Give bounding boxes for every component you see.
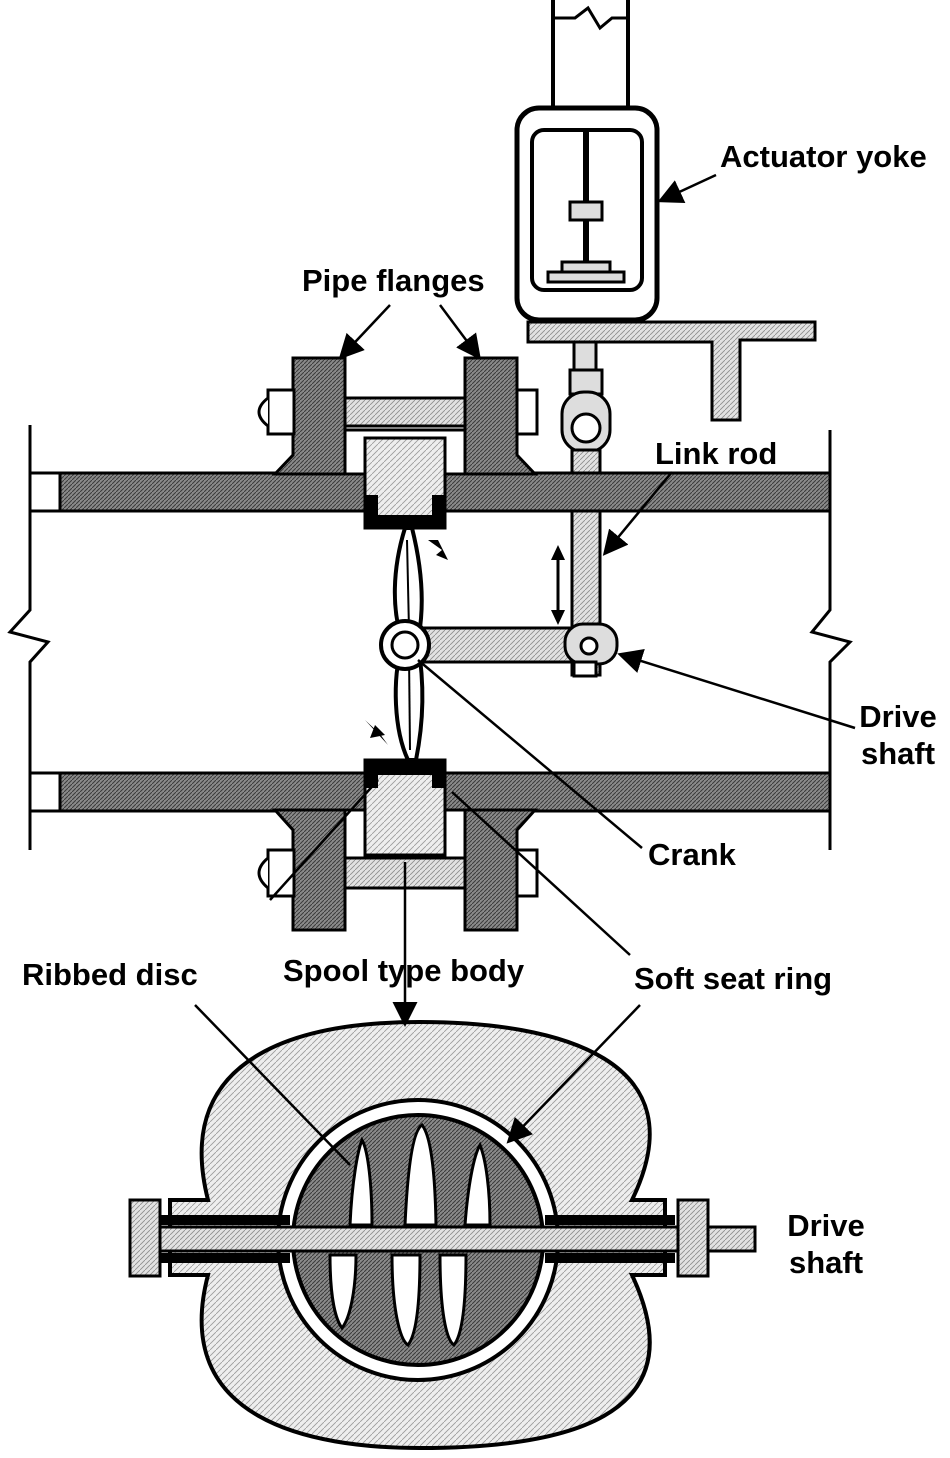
label-drive-shaft-bottom-line2: shaft [788, 1245, 864, 1281]
actuator-stem-housing [551, 0, 630, 108]
label-soft-seat-ring: Soft seat ring [634, 961, 833, 996]
drive-shaft-front [128, 1198, 757, 1278]
label-drive-shaft-top-line2: shaft [860, 736, 936, 772]
spool-body-side [343, 428, 467, 860]
label-pipe-flanges: Pipe flanges [302, 263, 485, 298]
actuator-bracket [526, 320, 817, 422]
leader-lines [194, 173, 856, 1166]
pipe-flange-left [271, 356, 347, 932]
label-drive-shaft-top: Drive shaft [853, 698, 943, 772]
crank [379, 619, 619, 678]
label-link-rod: Link rod [655, 436, 778, 471]
label-spool-type-body: Spool type body [283, 953, 525, 988]
label-crank: Crank [648, 837, 736, 872]
motion-arrows [365, 540, 565, 745]
flange-bolt-top [257, 388, 539, 436]
label-drive-shaft-top-line1: Drive [859, 699, 937, 734]
label-ribbed-disc: Ribbed disc [22, 957, 198, 992]
label-actuator-yoke: Actuator yoke [720, 139, 927, 174]
label-drive-shaft-bottom: Drive shaft [780, 1207, 872, 1281]
label-drive-shaft-bottom-line1: Drive [787, 1208, 865, 1243]
ribbed-disc-side [392, 526, 425, 762]
actuator-yoke [514, 105, 660, 323]
